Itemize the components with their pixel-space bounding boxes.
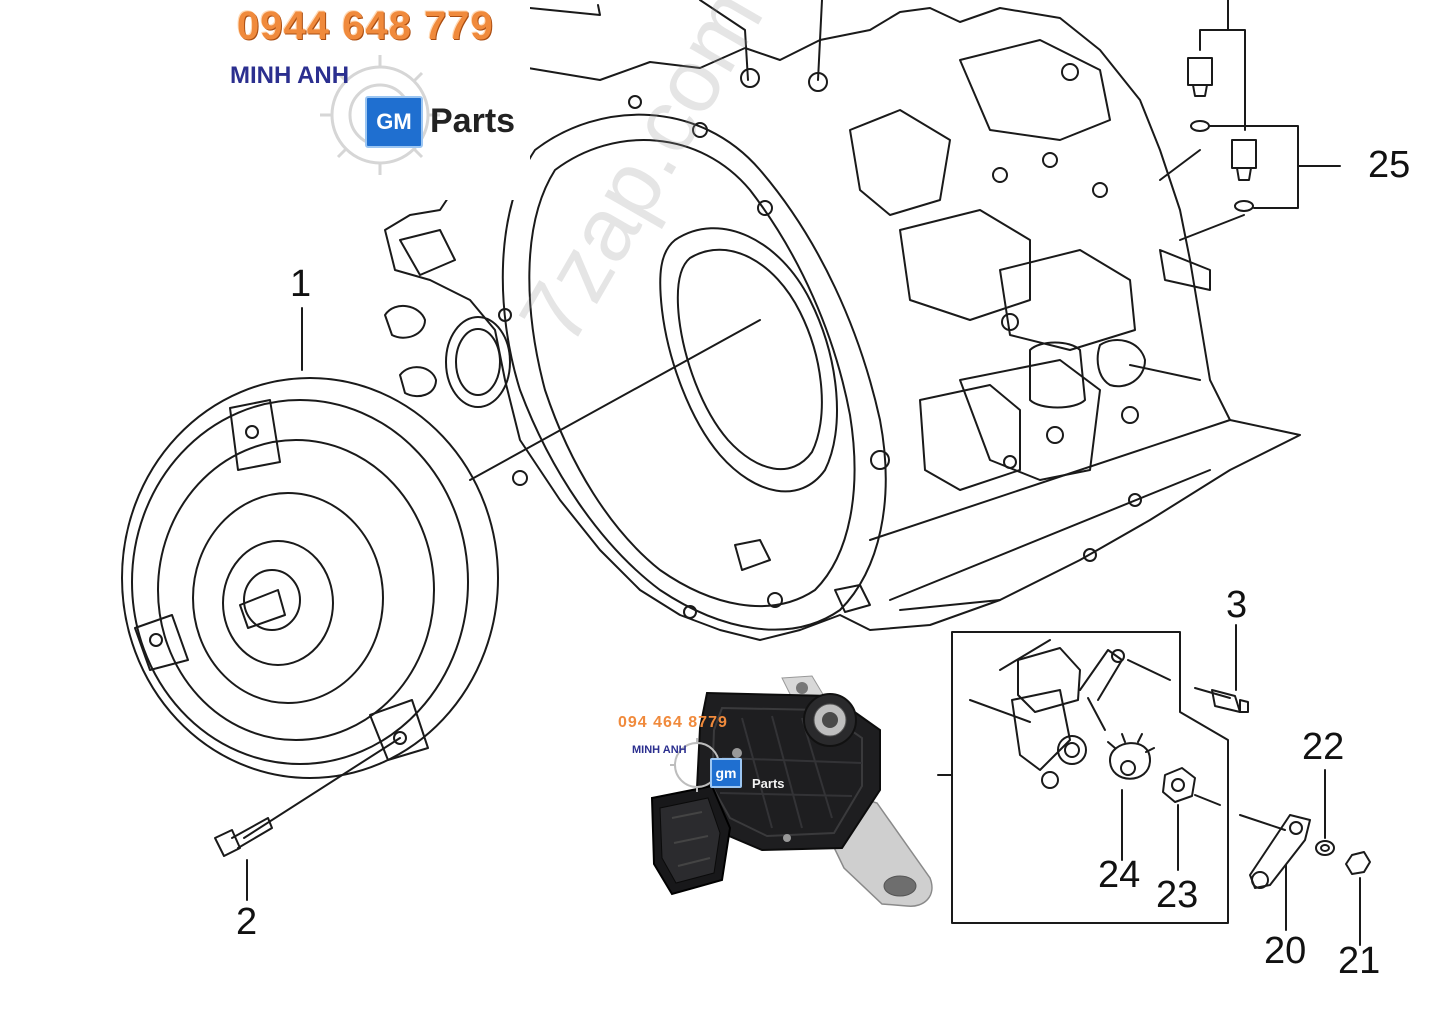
callout-1: 1 (290, 263, 312, 305)
overlay-phone: 094 464 8779 (618, 714, 728, 731)
dealer-phone: 0944 648 779 (237, 4, 494, 48)
overlay-dealer-name: MINH ANH (632, 744, 687, 756)
overlay-parts-label: Parts (752, 776, 785, 791)
callout-22: 22 (1302, 726, 1345, 768)
gm-logo: GM (365, 96, 423, 148)
torque-converter (121, 307, 499, 779)
manual-lever-20 (1239, 769, 1371, 946)
converter-bolt (214, 737, 401, 901)
callout-21: 21 (1338, 940, 1381, 982)
plug-assembly-25 (1159, 0, 1341, 241)
parts-label: Parts (430, 102, 516, 140)
dealer-logo: 0944 648 779 MINH ANH GM Parts (225, 0, 530, 200)
callout-25: 25 (1368, 144, 1411, 186)
callout-3: 3 (1226, 584, 1248, 626)
callout-2: 2 (236, 901, 258, 943)
callout-20: 20 (1264, 930, 1307, 972)
transmission-case (384, 0, 1301, 641)
neutral-switch-image (650, 675, 933, 907)
callout-23: 23 (1156, 874, 1199, 916)
overlay-gm-logo: gm (710, 758, 742, 788)
switch-product-photo: 094 464 8779 MINH ANH gm Parts (612, 668, 942, 918)
dealer-name: MINH ANH (230, 62, 350, 89)
callout-24: 24 (1098, 854, 1141, 896)
neutral-switch-inset (937, 624, 1249, 924)
